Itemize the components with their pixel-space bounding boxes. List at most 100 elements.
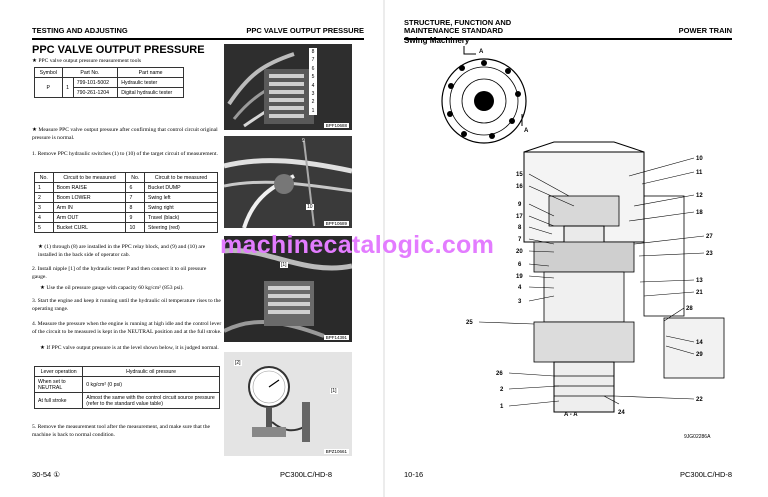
- photo-label: 10: [306, 204, 314, 210]
- cell: At full stroke: [33, 392, 84, 409]
- cell: 10: [125, 222, 146, 233]
- cell: 5: [34, 222, 54, 233]
- right-header-line1: STRUCTURE, FUNCTION AND: [404, 18, 512, 28]
- section-arrow-label: A: [479, 49, 484, 55]
- photo-caption: BPF10688: [323, 123, 349, 128]
- part-label: 18: [696, 210, 703, 216]
- photo-label: [1]: [330, 388, 338, 394]
- photo-1-illustration: [224, 44, 352, 130]
- step-5: 5. Remove the measurement tool after the…: [32, 424, 211, 438]
- section-title: Swing Machinery: [404, 36, 470, 45]
- part-label: 10: [696, 156, 703, 162]
- photo-nipple-install: [1] BPF14391: [224, 236, 352, 342]
- pressure-table: Lever operation Hydraulic oil pressure W…: [33, 366, 220, 409]
- step-2: 2. Install nipple [1] of the hydraulic t…: [32, 266, 207, 280]
- page-title: PPC VALVE OUTPUT PRESSURE: [32, 44, 205, 56]
- photo-label: 6: [311, 65, 315, 72]
- photo-label: 2: [311, 99, 315, 106]
- photo-label: 1: [311, 107, 315, 114]
- pressure-col-lever: Lever operation: [33, 366, 84, 377]
- part-label: 15: [516, 172, 523, 178]
- photo-3-illustration: [224, 236, 352, 342]
- part-label: 6: [518, 262, 522, 268]
- photo-caption: BPZ10661: [323, 449, 349, 454]
- cell: 2: [34, 192, 54, 203]
- part-label: 29: [696, 352, 703, 358]
- part-label: 13: [696, 278, 703, 284]
- section-caption: A - A: [564, 412, 578, 418]
- photo-2-illustration: [224, 136, 352, 228]
- tools-table: Symbol Part No. Part name P 1 799-101-50…: [34, 67, 184, 98]
- part-label: 21: [696, 290, 703, 296]
- left-footer-page: 30-54 ①: [32, 470, 60, 479]
- cell: Arm OUT: [52, 212, 127, 223]
- circuit-col-no: No.: [125, 172, 146, 183]
- part-label: 7: [518, 237, 522, 243]
- cell: 3: [34, 202, 54, 213]
- photo-ppc-relay-block: 8 7 6 5 4 3 2 1 BPF10688: [224, 44, 352, 130]
- right-header-section: STRUCTURE, FUNCTION AND MAINTENANCE STAN…: [404, 19, 511, 35]
- left-header: TESTING AND ADJUSTING PPC VALVE OUTPUT P…: [32, 16, 364, 40]
- photo-label: [1]: [280, 262, 288, 268]
- section-arrow-label: A: [524, 128, 529, 134]
- cell: Swing right: [144, 202, 218, 213]
- cell: Swing left: [144, 192, 218, 203]
- cross-section: [523, 141, 725, 413]
- part-label: 24: [618, 410, 625, 416]
- photo-caption: BPF10689: [323, 221, 349, 226]
- part-label: 28: [686, 306, 693, 312]
- part-label: 9: [518, 202, 522, 208]
- swing-machinery-diagram: A A: [441, 46, 725, 440]
- part-label: 11: [696, 170, 703, 176]
- tools-col-partno: Part No.: [61, 67, 119, 78]
- motor-top-view: [441, 46, 527, 144]
- photo-label: [2]: [234, 360, 242, 366]
- cell: 7: [125, 192, 146, 203]
- photo-label: 7: [311, 57, 315, 64]
- tools-partno-cell: 799-101-5002: [72, 77, 119, 88]
- circuit-col-no: No.: [34, 172, 54, 183]
- right-header-topic: POWER TRAIN: [678, 26, 732, 35]
- cell: Travel (black): [144, 212, 218, 223]
- part-label: 26: [496, 371, 503, 377]
- tools-symbol-cell: P: [34, 77, 63, 98]
- part-label: 2: [500, 387, 504, 393]
- part-label: 8: [518, 225, 522, 231]
- cell: 9: [125, 212, 146, 223]
- tools-col-symbol: Symbol: [34, 67, 63, 78]
- cell: 4: [34, 212, 54, 223]
- cell: Boom LOWER: [52, 192, 127, 203]
- part-label: 19: [516, 274, 523, 280]
- part-label: 23: [706, 251, 713, 257]
- photo-label: 9: [302, 138, 305, 144]
- photo-label: 8: [311, 49, 315, 55]
- circuit-col-name: Circuit to be measured: [144, 172, 218, 183]
- part-label: 25: [466, 320, 473, 326]
- cell: Bucket CURL: [52, 222, 127, 233]
- photo-pressure-gauge: [2] [1] BPZ10661: [224, 352, 352, 456]
- tools-col-name: Part name: [117, 67, 184, 78]
- left-footer-model: PC300LC/HD-8: [280, 470, 333, 479]
- cell: 0 kg/cm² (0 psi): [82, 376, 220, 393]
- right-footer-model: PC300LC/HD-8: [680, 470, 733, 479]
- install-note: ★ (1) through (8) are installed in the P…: [38, 244, 206, 258]
- part-label: 20: [516, 249, 523, 255]
- cell: 8: [125, 202, 146, 213]
- pressure-col-oil: Hydraulic oil pressure: [82, 366, 220, 377]
- cell: Arm IN: [52, 202, 127, 213]
- part-label: 14: [696, 340, 703, 346]
- tools-name-cell: Digital hydraulic tester: [117, 87, 184, 98]
- left-header-topic: PPC VALVE OUTPUT PRESSURE: [246, 26, 364, 35]
- part-label: 22: [696, 397, 703, 403]
- cell: 1: [34, 182, 54, 193]
- circuit-col-name: Circuit to be measured: [52, 172, 127, 183]
- part-label: 3: [518, 299, 522, 305]
- photo-cab-switches: 9 10 BPF10689: [224, 136, 352, 228]
- left-header-section: TESTING AND ADJUSTING: [32, 26, 128, 36]
- part-label: 12: [696, 193, 703, 199]
